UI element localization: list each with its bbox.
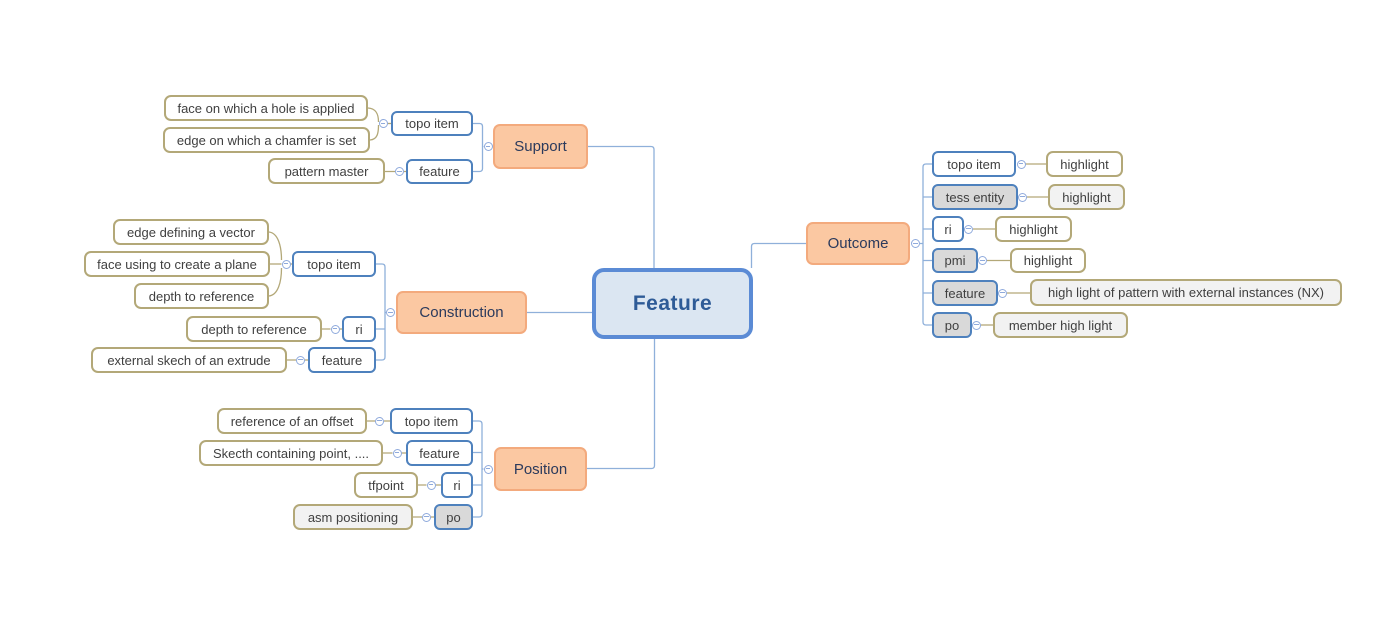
- collapse-minus-icon-construction-feature[interactable]: [296, 355, 305, 365]
- collapse-minus-icon-support-topo-item[interactable]: [378, 119, 388, 128]
- branch-connectors: [376, 122, 932, 518]
- item-outcome-tess-entity[interactable]: tess entity: [932, 184, 1018, 210]
- leaf-support-hole-face[interactable]: face on which a hole is applied: [164, 95, 368, 121]
- branch-support[interactable]: Support: [493, 124, 588, 169]
- collapse-minus-icon-position-po[interactable]: [422, 512, 431, 522]
- leaf-construction-edge-vector[interactable]: edge defining a vector: [113, 219, 269, 245]
- item-outcome-pmi[interactable]: pmi: [932, 248, 978, 273]
- collapse-minus-icon-outcome-feature[interactable]: [998, 288, 1007, 298]
- item-support-feature[interactable]: feature: [406, 159, 473, 184]
- item-position-topo-item[interactable]: topo item: [390, 408, 473, 434]
- collapse-minus-icon-position[interactable]: [483, 464, 493, 474]
- branch-construction[interactable]: Construction: [396, 291, 527, 334]
- leaf-position-tfpoint[interactable]: tfpoint: [354, 472, 418, 498]
- collapse-minus-icon-support-feature[interactable]: [395, 167, 404, 176]
- root-node-feature[interactable]: Feature: [592, 268, 753, 339]
- branch-outcome[interactable]: Outcome: [806, 222, 910, 265]
- collapse-minus-icon-outcome[interactable]: [911, 239, 920, 248]
- leaf-construction-external-sketch[interactable]: external skech of an extrude: [91, 347, 287, 373]
- collapse-minus-icon-construction[interactable]: [386, 308, 395, 317]
- leaf-position-asm-positioning[interactable]: asm positioning: [293, 504, 413, 530]
- collapse-minus-icon-position-topo-item[interactable]: [375, 416, 384, 426]
- leaf-construction-depth-reference-ri[interactable]: depth to reference: [186, 316, 322, 342]
- collapse-minus-icon-construction-topo-item[interactable]: [281, 259, 291, 269]
- leaf-support-chamfer-edge[interactable]: edge on which a chamfer is set: [163, 127, 370, 153]
- leaf-position-offset-reference[interactable]: reference of an offset: [217, 408, 367, 434]
- item-outcome-ri[interactable]: ri: [932, 216, 964, 242]
- item-construction-feature[interactable]: feature: [308, 347, 376, 373]
- leaf-outcome-pmi-highlight[interactable]: highlight: [1010, 248, 1086, 273]
- leaf-outcome-pattern-highlight-nx[interactable]: high light of pattern with external inst…: [1030, 279, 1342, 306]
- item-outcome-topo-item[interactable]: topo item: [932, 151, 1016, 177]
- leaf-outcome-tess-highlight[interactable]: highlight: [1048, 184, 1125, 210]
- item-position-ri[interactable]: ri: [441, 472, 473, 498]
- leaf-outcome-topo-highlight[interactable]: highlight: [1046, 151, 1123, 177]
- leaf-position-sketch-point[interactable]: Skecth containing point, ....: [199, 440, 383, 466]
- item-position-po[interactable]: po: [434, 504, 473, 530]
- item-outcome-feature[interactable]: feature: [932, 280, 998, 306]
- leaf-construction-face-plane[interactable]: face using to create a plane: [84, 251, 270, 277]
- collapse-minus-icon-outcome-ri[interactable]: [964, 224, 973, 234]
- branch-position[interactable]: Position: [494, 447, 587, 491]
- collapse-minus-icon-outcome-po[interactable]: [972, 320, 981, 330]
- collapse-minus-icon-position-feature[interactable]: [392, 448, 402, 458]
- leaf-support-pattern-master[interactable]: pattern master: [268, 158, 385, 184]
- leaf-outcome-member-highlight[interactable]: member high light: [993, 312, 1128, 338]
- collapse-minus-icon-outcome-pmi[interactable]: [978, 256, 987, 265]
- collapse-minus-icon-support[interactable]: [483, 142, 493, 151]
- collapse-minus-icon-construction-ri[interactable]: [330, 324, 340, 334]
- collapse-minus-icon-outcome-topo-item[interactable]: [1016, 159, 1026, 169]
- leaf-construction-depth-reference[interactable]: depth to reference: [134, 283, 269, 309]
- item-construction-ri[interactable]: ri: [342, 316, 376, 342]
- item-support-topo-item[interactable]: topo item: [391, 111, 473, 136]
- item-position-feature[interactable]: feature: [406, 440, 473, 466]
- collapse-minus-icon-outcome-tess-entity[interactable]: [1018, 192, 1027, 202]
- item-construction-topo-item[interactable]: topo item: [292, 251, 376, 277]
- item-outcome-po[interactable]: po: [932, 312, 972, 338]
- collapse-minus-icon-position-ri[interactable]: [426, 480, 436, 490]
- leaf-connectors: [268, 107, 1048, 518]
- leaf-outcome-ri-highlight[interactable]: highlight: [995, 216, 1072, 242]
